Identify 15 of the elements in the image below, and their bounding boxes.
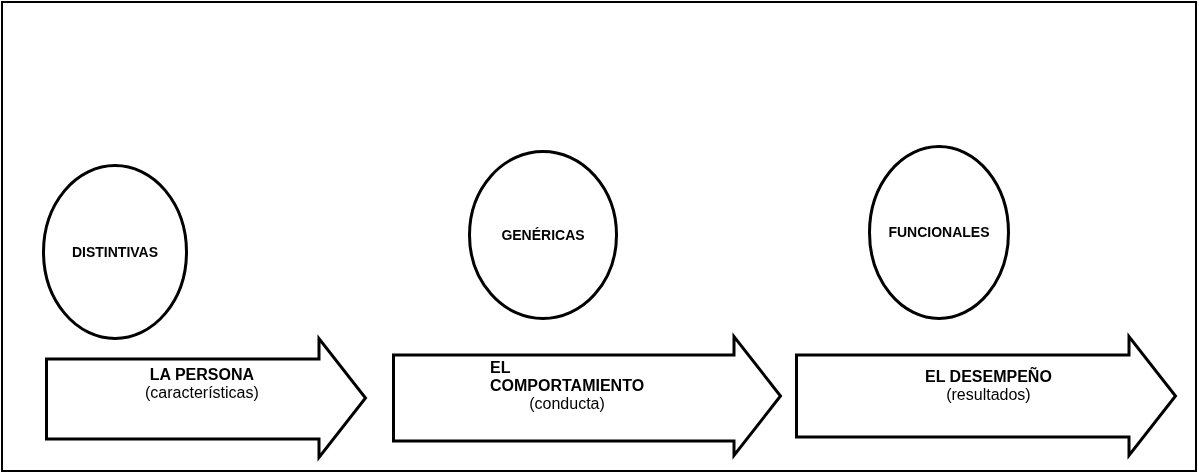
block-arrow-node (392, 335, 782, 457)
arrow-subtext: (conducta) (529, 395, 605, 413)
arrow-heading: EL DESEMPEÑO (925, 367, 1052, 386)
block-arrow-node (45, 337, 367, 459)
block-arrow-node (795, 335, 1177, 457)
circle-node (868, 145, 1010, 320)
circle-node (42, 164, 188, 340)
arrow-subtext: (resultados) (946, 386, 1031, 404)
circle-label: FUNCIONALES (888, 223, 990, 242)
circle-label: GENÉRICAS (501, 225, 585, 245)
circle-node (468, 150, 618, 320)
arrow-heading: LA PERSONA (149, 365, 255, 384)
arrow-subtext: (características) (145, 384, 259, 402)
arrow-heading: EL COMPORTAMIENTO (490, 359, 645, 395)
circle-label: DISTINTIVAS (71, 242, 159, 262)
